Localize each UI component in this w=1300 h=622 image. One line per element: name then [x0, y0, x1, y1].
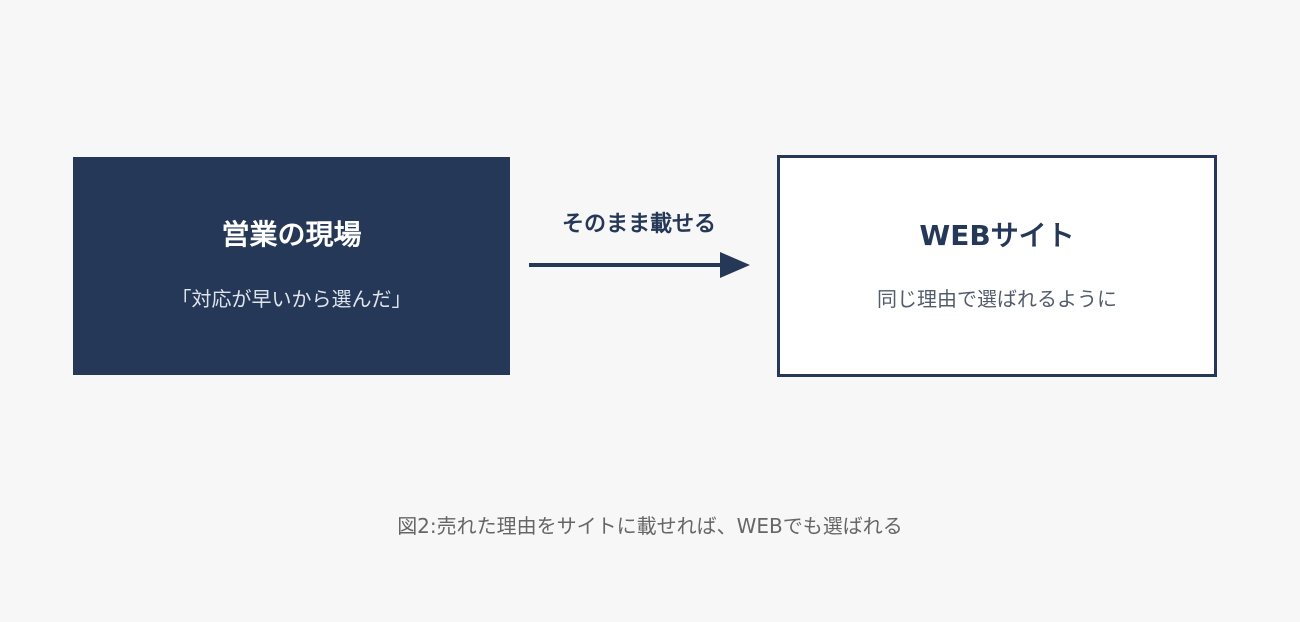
target-box-title: WEBサイト: [919, 219, 1075, 252]
right-arrow-icon: [529, 252, 750, 278]
arrow-label: そのまま載せる: [561, 212, 716, 237]
target-box-subtitle: 同じ理由で選ばれるように: [877, 287, 1117, 311]
figure-caption: 図2:売れた理由をサイトに載せれば、WEBでも選ばれる: [397, 514, 903, 538]
source-box-subtitle: 「対応が早いから選んだ」: [171, 287, 412, 311]
source-box-sales-field: 営業の現場 「対応が早いから選んだ」: [73, 157, 510, 375]
source-box-title: 営業の現場: [221, 218, 362, 251]
target-box-website: WEBサイト 同じ理由で選ばれるように: [777, 155, 1217, 377]
